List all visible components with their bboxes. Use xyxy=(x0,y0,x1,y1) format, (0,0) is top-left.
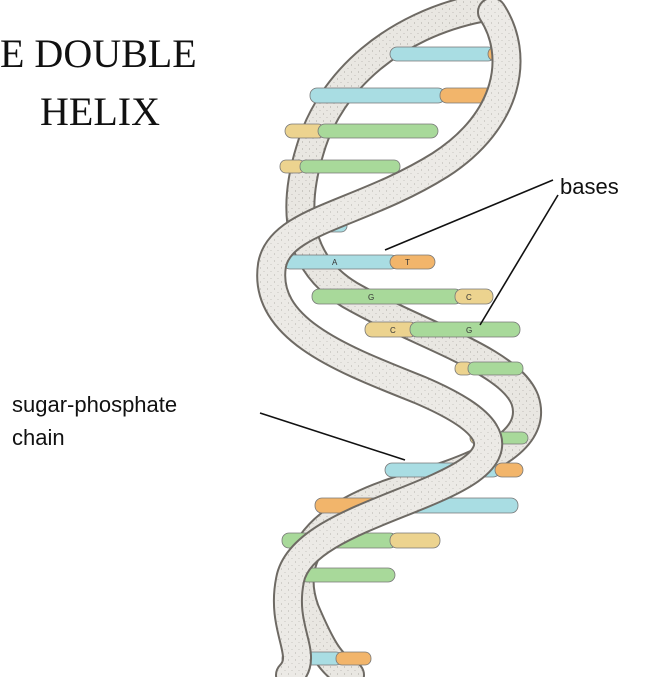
base-letter-a: A xyxy=(332,258,338,267)
bases-leader-line-2 xyxy=(480,195,558,325)
base-letter-t: T xyxy=(405,258,410,267)
base-letter-c: C xyxy=(466,293,472,302)
base-letter-g: G xyxy=(368,293,374,302)
base-letter-c-2: C xyxy=(390,326,396,335)
base-letter-g-2: G xyxy=(466,326,472,335)
bases-label: bases xyxy=(560,174,619,200)
sugar-phosphate-leader-line xyxy=(260,413,405,460)
chain-label: chain xyxy=(12,425,65,451)
sugar-phosphate-label: sugar-phosphate xyxy=(12,392,177,418)
